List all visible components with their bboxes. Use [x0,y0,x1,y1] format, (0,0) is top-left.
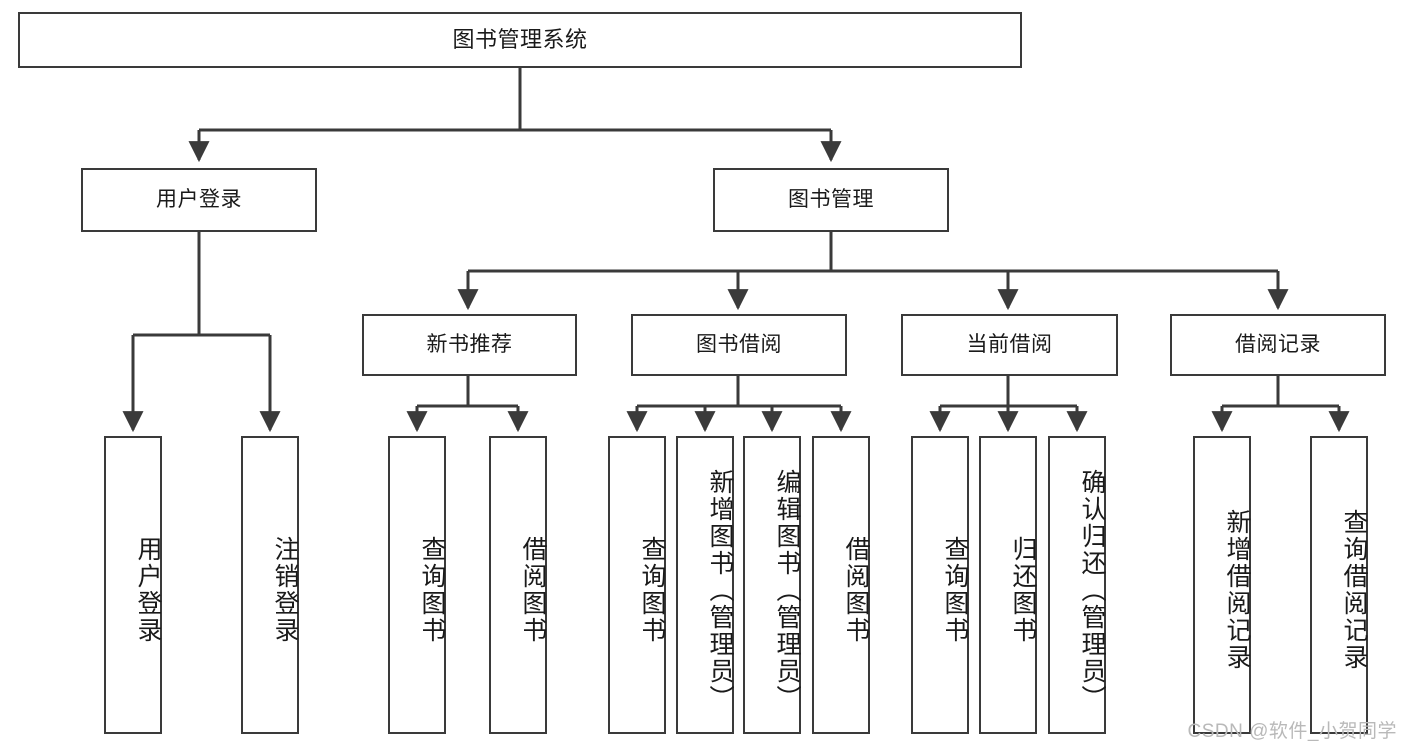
leaf-add-borrow-record[interactable]: 新增借阅记录 [1193,436,1251,734]
leaf-query-borrow-record[interactable]: 查询借阅记录 [1310,436,1368,734]
leaf-query-books-borrow[interactable]: 查询图书 [608,436,666,734]
node-label: 编辑图书（管理员） [773,468,801,712]
leaf-return-books[interactable]: 归还图书 [979,436,1037,734]
node-label: 借阅图书 [842,536,870,644]
leaf-borrow-books[interactable]: 借阅图书 [812,436,870,734]
node-label: 新增图书（管理员） [706,468,734,712]
node-label: 注销登录 [271,536,299,644]
node-label: 查询图书 [941,536,969,644]
node-label: 用户登录 [134,536,162,644]
node-new-book-recommend[interactable]: 新书推荐 [362,314,577,376]
node-current-borrow[interactable]: 当前借阅 [901,314,1118,376]
node-label: 查询借阅记录 [1340,509,1368,671]
node-label: 图书借阅 [696,332,782,356]
node-label: 图书管理系统 [452,26,588,52]
node-label: 确认归还（管理员） [1078,468,1106,712]
node-label: 归还图书 [1009,536,1037,644]
node-book-borrow[interactable]: 图书借阅 [631,314,847,376]
node-label: 查询图书 [418,536,446,644]
node-label: 用户登录 [156,187,242,211]
node-label: 借阅记录 [1235,332,1321,356]
node-book-management[interactable]: 图书管理 [713,168,949,232]
leaf-borrow-books-recommend[interactable]: 借阅图书 [489,436,547,734]
node-label: 新书推荐 [426,332,513,356]
node-label: 借阅图书 [519,536,547,644]
leaf-confirm-return-admin[interactable]: 确认归还（管理员） [1048,436,1106,734]
node-root-system[interactable]: 图书管理系统 [18,12,1022,68]
leaf-add-book-admin[interactable]: 新增图书（管理员） [676,436,734,734]
leaf-user-login[interactable]: 用户登录 [104,436,162,734]
node-label: 查询图书 [638,536,666,644]
node-borrow-records[interactable]: 借阅记录 [1170,314,1386,376]
leaf-query-books-current[interactable]: 查询图书 [911,436,969,734]
node-user-login[interactable]: 用户登录 [81,168,317,232]
leaf-query-books-recommend[interactable]: 查询图书 [388,436,446,734]
node-label: 图书管理 [788,187,874,211]
leaf-logout[interactable]: 注销登录 [241,436,299,734]
leaf-edit-book-admin[interactable]: 编辑图书（管理员） [743,436,801,734]
node-label: 新增借阅记录 [1223,509,1251,671]
node-label: 当前借阅 [966,332,1053,356]
